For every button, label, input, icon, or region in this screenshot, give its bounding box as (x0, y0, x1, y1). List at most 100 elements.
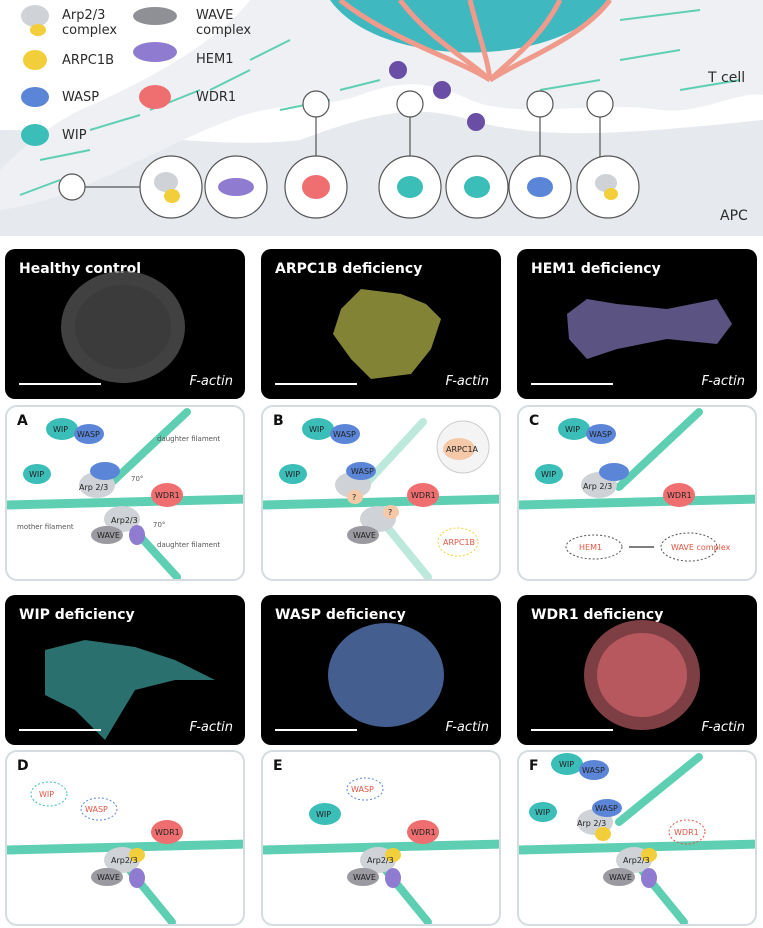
wip-protein (397, 176, 423, 198)
panel-letter: F (529, 758, 539, 774)
legend-wave-label: WAVE complex (196, 8, 252, 38)
panel-a-arp-label: Arp 2/3 (79, 483, 108, 492)
cell-image (584, 620, 700, 730)
panel-letter: E (273, 758, 283, 774)
panel-b-wdr1-label: WDR1 (411, 491, 436, 500)
legend-hem1-label: HEM1 (196, 52, 234, 67)
scale-bar (531, 729, 613, 731)
panel-b-wip2-label: WIP (285, 470, 300, 479)
micrograph-healthy-control: Healthy control F-actin (5, 249, 245, 399)
micrograph-wdr1-deficiency: WDR1 deficiency F-actin (517, 595, 757, 745)
panel-d-wdr1-label: WDR1 (155, 828, 180, 837)
microtubules (338, 0, 612, 83)
panel-e-wip-label: WIP (316, 810, 331, 819)
t-cell-label: T cell (708, 70, 746, 86)
micrograph-title: HEM1 deficiency (531, 261, 661, 277)
scale-bar (19, 729, 101, 731)
panel-a-angle-2: 70° (153, 521, 165, 529)
t-cell-body (0, 0, 763, 210)
arpc1b-protein (604, 188, 618, 200)
panel-a-wdr1-label: WDR1 (155, 491, 180, 500)
panel-letter: C (529, 413, 540, 429)
panel-c-diagram: WIP WASP WIP Arp 2/3 WDR1 HEM1 WAVE comp… (519, 408, 755, 562)
panel-b-diagram: WIP WASP WIP WASP ? ? WDR1 WAVE ARPC1A A… (263, 418, 499, 579)
micrograph-caption: F-actin (701, 374, 745, 389)
cell-image (328, 623, 444, 727)
panel-a-angle-1: 70° (131, 475, 143, 483)
legend-arp23-label: Arp2/3 complex (62, 8, 118, 38)
scale-bar (275, 383, 357, 385)
panel-b-wasp-label: WASP (333, 430, 356, 439)
panel-letter: B (273, 413, 284, 429)
panel-f-wave-label: WAVE (609, 873, 632, 882)
panel-d: D WIP WASP WDR1 Arp2/3 WAVE (5, 750, 245, 926)
micrograph-arpc1b-deficiency: ARPC1B deficiency F-actin (261, 249, 501, 399)
panel-c-hem1-label: HEM1 (579, 543, 602, 552)
panel-c-wip-label: WIP (565, 425, 580, 434)
micrograph-title: ARPC1B deficiency (275, 261, 423, 277)
apc-label: APC (720, 208, 748, 224)
panel-a-wave-label: WAVE (97, 531, 120, 540)
panel-d-arp-label: Arp2/3 (111, 856, 138, 865)
panel-f-wasp2-label: WASP (595, 804, 618, 813)
cell-image (333, 289, 441, 379)
panel-d-diagram: WIP WASP WDR1 Arp2/3 WAVE (7, 781, 243, 924)
panel-b-question-1: ? (352, 493, 356, 502)
wip-protein (464, 176, 490, 198)
panel-f: F WIP WASP WIP WASP Arp 2/3 WDR1 Arp2/3 … (517, 750, 757, 926)
legend-wdr1-label: WDR1 (196, 90, 237, 105)
scale-bar (531, 383, 613, 385)
panel-e-arp-label: Arp2/3 (367, 856, 394, 865)
arpc1b-protein (164, 189, 180, 203)
panel-f-arp2-label: Arp2/3 (623, 856, 650, 865)
panel-c-wasp-label: WASP (589, 430, 612, 439)
panel-b-wasp2-label: WASP (351, 467, 374, 476)
micrograph-caption: F-actin (189, 720, 233, 735)
scale-bar (19, 383, 101, 385)
vesicle (389, 61, 407, 79)
legend-wip-label: WIP (62, 128, 87, 143)
legend-wasp-label: WASP (62, 90, 100, 105)
arp23-protein (595, 174, 617, 192)
panel-a-daughter-label-2: daughter filament (157, 541, 220, 549)
cell-image (61, 271, 185, 383)
panel-a-wip2-label: WIP (29, 470, 44, 479)
micrograph-wasp-deficiency: WASP deficiency F-actin (261, 595, 501, 745)
panel-b: B WIP WASP WIP WASP ? ? WDR1 WAVE ARPC1A… (261, 405, 501, 581)
panel-a-wip-label: WIP (53, 425, 68, 434)
micrograph-caption: F-actin (189, 374, 233, 389)
panel-a-wasp-label: WASP (77, 430, 100, 439)
micrograph-caption: F-actin (445, 720, 489, 735)
panel-a-arp2-label: Arp2/3 (111, 516, 138, 525)
panel-a: A WIP WASP WIP Arp 2/3 WDR1 Arp2/3 WAVE … (5, 405, 245, 581)
panel-a-mother-label: mother filament (17, 523, 74, 531)
panel-c-wave-complex-label: WAVE complex (671, 543, 731, 552)
panel-d-wasp-label: WASP (85, 805, 108, 814)
panel-b-wave-label: WAVE (353, 531, 376, 540)
micrograph-caption: F-actin (445, 374, 489, 389)
top-schematic: Arp2/3 complex ARPC1B WASP WIP WAVE comp… (0, 0, 763, 236)
panel-f-arp-label: Arp 2/3 (577, 819, 606, 828)
panel-e-diagram: WIP WASP WDR1 Arp2/3 WAVE (263, 777, 499, 924)
panel-e-wdr1-label: WDR1 (411, 828, 436, 837)
vesicle (433, 81, 451, 99)
wave-protein (218, 178, 254, 196)
arp23-protein (154, 172, 178, 192)
micrograph-title: WDR1 deficiency (531, 607, 664, 623)
panel-e-wave-label: WAVE (353, 873, 376, 882)
cell-image (45, 640, 215, 740)
micrograph-title: WASP deficiency (275, 607, 406, 623)
panel-letter: D (17, 758, 29, 774)
panel-c: C WIP WASP WIP Arp 2/3 WDR1 HEM1 WAVE co… (517, 405, 757, 581)
panel-b-question-2: ? (388, 508, 392, 517)
panel-f-wip2-label: WIP (535, 808, 550, 817)
cortical-actin (19, 9, 741, 196)
panel-f-wdr1-label: WDR1 (674, 828, 699, 837)
panel-c-wdr1-label: WDR1 (667, 491, 692, 500)
synapse-illustration (0, 0, 763, 236)
micrograph-caption: F-actin (701, 720, 745, 735)
panel-e: E WIP WASP WDR1 Arp2/3 WAVE (261, 750, 501, 926)
wasp-protein (527, 177, 553, 197)
wdr1-protein (302, 175, 330, 199)
panel-c-arp-label: Arp 2/3 (583, 482, 612, 491)
